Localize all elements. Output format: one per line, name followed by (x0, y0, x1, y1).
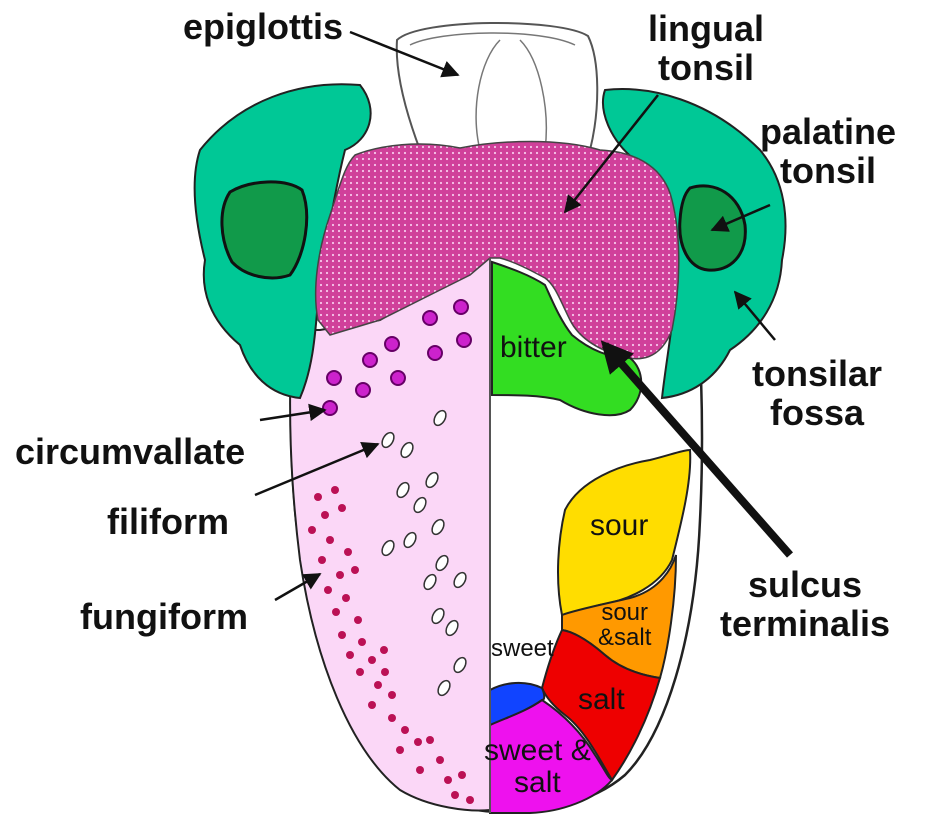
label-fungiform: fungiform (80, 598, 248, 637)
label-lingual-tonsil: lingual tonsil (648, 10, 764, 88)
label-palatine-tonsil-line2: tonsil (760, 152, 896, 191)
label-sulcus-terminalis-line1: sulcus (720, 566, 890, 605)
label-filiform: filiform (107, 503, 229, 542)
zone-label-sour: sour (590, 510, 648, 542)
palatine-tonsil-left (222, 182, 307, 278)
zone-label-bitter: bitter (500, 332, 567, 364)
zone-label-sweet-salt-line2: salt (484, 767, 591, 799)
zone-label-sour-salt-line2: &salt (598, 625, 651, 650)
label-lingual-tonsil-line1: lingual (648, 10, 764, 49)
label-tonsilar-fossa-line2: fossa (752, 394, 882, 433)
label-circumvallate: circumvallate (15, 433, 245, 472)
zone-label-sweet-salt-line1: sweet & (484, 735, 591, 767)
label-palatine-tonsil-line1: palatine (760, 113, 896, 152)
label-palatine-tonsil: palatine tonsil (760, 113, 896, 191)
label-tonsilar-fossa: tonsilar fossa (752, 355, 882, 433)
zone-label-sweet: sweet (491, 636, 554, 661)
zone-label-salt: salt (578, 684, 625, 716)
zone-label-sour-salt-line1: sour (598, 600, 651, 625)
label-sulcus-terminalis: sulcus terminalis (720, 566, 890, 644)
label-epiglottis: epiglottis (183, 8, 343, 47)
label-sulcus-terminalis-line2: terminalis (720, 605, 890, 644)
zone-label-sour-salt: sour &salt (598, 600, 651, 650)
label-lingual-tonsil-line2: tonsil (648, 49, 764, 88)
label-tonsilar-fossa-line1: tonsilar (752, 355, 882, 394)
zone-label-sweet-salt: sweet & salt (484, 735, 591, 798)
epiglottis-shape (397, 23, 598, 150)
